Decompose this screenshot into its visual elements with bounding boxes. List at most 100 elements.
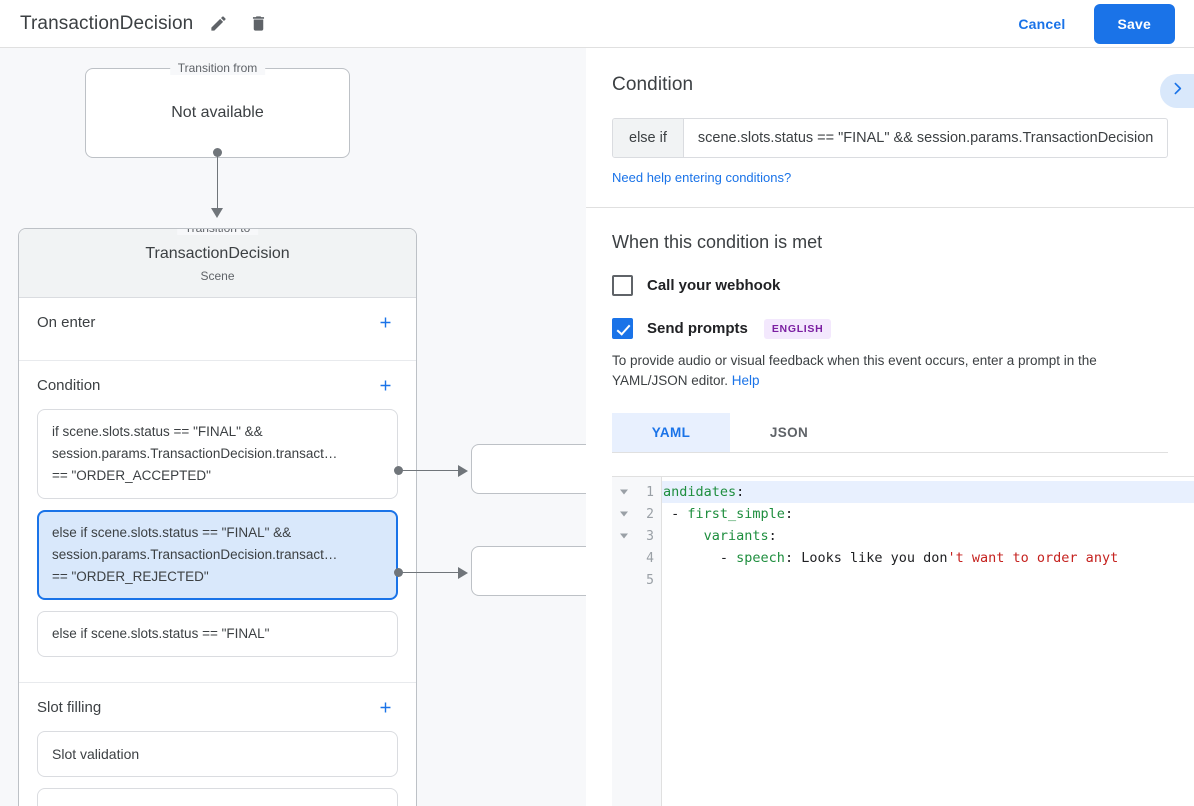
- edge-line-rejected: [400, 571, 460, 573]
- editor-gutter-row: 2: [612, 503, 661, 525]
- condition-input-row[interactable]: else if: [612, 118, 1168, 158]
- editor-format-tabs: YAML JSON: [612, 413, 1168, 453]
- editor-gutter-row: 3: [612, 525, 661, 547]
- editor-line-number: 1: [646, 484, 654, 500]
- stub-node-accepted[interactable]: [471, 444, 586, 494]
- edge-source-dot-accepted: [394, 466, 403, 475]
- editor-code-line[interactable]: - first_simple:: [662, 503, 1194, 525]
- editor-code-line[interactable]: andidates:: [662, 481, 1194, 503]
- collapse-panel-button[interactable]: [1160, 74, 1194, 108]
- scene-type: Scene: [200, 269, 235, 283]
- slot-item-partial[interactable]: [37, 788, 398, 806]
- section-slot-filling-header: Slot filling: [37, 683, 398, 731]
- transition-from-box[interactable]: Transition from Not available: [85, 61, 350, 158]
- section-slot-filling-title: Slot filling: [37, 698, 102, 716]
- editor-line-number: 5: [646, 572, 654, 588]
- condition-details-panel: Condition else if Need help entering con…: [586, 48, 1194, 806]
- transition-to-legend: Transition to: [176, 229, 259, 235]
- trash-icon: [249, 14, 268, 33]
- slot-validation-item[interactable]: Slot validation: [37, 731, 398, 777]
- plus-icon: [377, 699, 394, 716]
- condition-item-selected[interactable]: else if scene.slots.status == "FINAL" &&…: [37, 510, 398, 600]
- code-token: -: [663, 550, 737, 566]
- condition-line: == "ORDER_REJECTED": [52, 569, 209, 584]
- code-token: first_simple: [687, 506, 785, 522]
- scene-name: TransactionDecision: [145, 245, 290, 262]
- code-token: :: [736, 484, 745, 500]
- code-token: andidates: [663, 484, 737, 500]
- fold-triangle-icon[interactable]: [620, 533, 628, 539]
- connector-arrow-down: [211, 208, 223, 218]
- condition-item[interactable]: if scene.slots.status == "FINAL" && sess…: [37, 409, 398, 499]
- call-webhook-row[interactable]: Call your webhook: [612, 275, 1168, 296]
- stub-node-rejected[interactable]: [471, 546, 586, 596]
- edge-source-dot-rejected: [394, 568, 403, 577]
- scene-header: TransactionDecision Scene: [19, 229, 416, 298]
- when-condition-met-title: When this condition is met: [612, 232, 823, 252]
- cancel-button[interactable]: Cancel: [1004, 8, 1079, 40]
- connector-dot-from: [213, 148, 222, 157]
- code-token: :: [784, 550, 802, 566]
- code-token: :: [784, 506, 794, 522]
- save-button[interactable]: Save: [1093, 3, 1175, 44]
- condition-help-link[interactable]: Need help entering conditions?: [612, 170, 792, 185]
- editor-line-number: 2: [646, 506, 654, 522]
- edge-line-accepted: [400, 469, 460, 471]
- code-token: Looks like you don: [801, 550, 948, 566]
- prompts-description: To provide audio or visual feedback when…: [612, 351, 1168, 391]
- fold-triangle-icon[interactable]: [620, 511, 628, 517]
- send-prompts-row[interactable]: Send prompts ENGLISH: [612, 318, 1168, 339]
- condition-item[interactable]: else if scene.slots.status == "FINAL": [37, 611, 398, 657]
- tab-yaml[interactable]: YAML: [612, 413, 730, 452]
- panel-title: Condition: [612, 74, 694, 95]
- send-prompts-label: Send prompts: [647, 320, 748, 337]
- transition-to-card[interactable]: Transition to TransactionDecision Scene …: [18, 228, 417, 806]
- add-on-enter-button[interactable]: [372, 309, 398, 335]
- editor-gutter-row: 4: [612, 547, 661, 569]
- add-condition-button[interactable]: [372, 372, 398, 398]
- editor-code-area[interactable]: andidates: - first_simple: variants: - s…: [662, 477, 1194, 806]
- plus-icon: [377, 314, 394, 331]
- language-badge: ENGLISH: [763, 318, 832, 339]
- plus-icon: [377, 377, 394, 394]
- editor-code-line[interactable]: variants:: [662, 525, 1194, 547]
- when-condition-met-section: When this condition is met Call your web…: [586, 208, 1194, 453]
- section-slot-filling: Slot filling Slot validation: [19, 683, 416, 806]
- edge-arrow-accepted: [458, 464, 468, 477]
- send-prompts-checkbox[interactable]: [612, 318, 633, 339]
- tab-json[interactable]: JSON: [769, 425, 809, 440]
- delete-button[interactable]: [243, 9, 273, 39]
- transition-from-value: Not available: [171, 104, 264, 121]
- fold-triangle-icon[interactable]: [620, 489, 628, 495]
- add-slot-filling-button[interactable]: [372, 694, 398, 720]
- code-token: speech: [736, 550, 785, 566]
- flow-canvas[interactable]: Transition from Not available Transition…: [0, 48, 586, 806]
- section-condition-title: Condition: [37, 376, 101, 394]
- condition-line: == "ORDER_ACCEPTED": [52, 468, 211, 483]
- code-token: :: [768, 528, 777, 544]
- call-webhook-checkbox[interactable]: [612, 275, 633, 296]
- page-title: TransactionDecision: [20, 12, 194, 34]
- condition-header-section: Condition else if Need help entering con…: [586, 48, 1194, 208]
- editor-code-line[interactable]: [662, 569, 1194, 591]
- edit-title-button[interactable]: [203, 9, 233, 39]
- editor-gutter-row: 1: [612, 481, 661, 503]
- section-on-enter: On enter: [19, 298, 416, 361]
- condition-input[interactable]: [683, 119, 1167, 157]
- editor-gutter-row: 5: [612, 569, 661, 591]
- section-condition: Condition if scene.slots.status == "FINA…: [19, 361, 416, 683]
- editor-code-line[interactable]: - speech: Looks like you don't want to o…: [662, 547, 1194, 569]
- condition-line: if scene.slots.status == "FINAL" &&: [52, 424, 263, 439]
- connector-line-vertical: [216, 153, 218, 211]
- edge-arrow-rejected: [458, 566, 468, 579]
- chevron-right-icon: [1169, 80, 1186, 102]
- condition-line: else if scene.slots.status == "FINAL" &&: [52, 525, 292, 540]
- transition-from-legend: Transition from: [169, 61, 266, 75]
- prompts-description-text: To provide audio or visual feedback when…: [612, 353, 1097, 388]
- code-token: 't want to order anyt: [947, 550, 1119, 566]
- code-token: [663, 528, 704, 544]
- prompts-help-link[interactable]: Help: [731, 373, 760, 388]
